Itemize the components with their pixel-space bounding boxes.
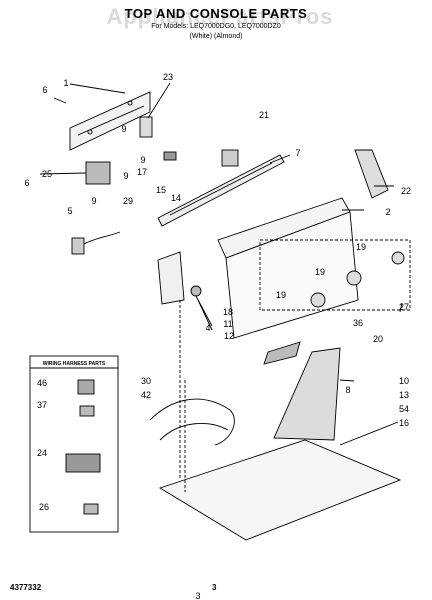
part-5 [71,237,85,255]
callout-7: 7 [295,148,300,158]
callout-22: 22 [401,186,411,196]
callout-16: 16 [399,418,409,428]
callout-54: 54 [399,404,409,414]
lid-part-10 [273,347,341,441]
footer-page-number: 3 [212,583,217,592]
knob-part-19b [346,270,362,286]
callout-5: 5 [67,206,72,216]
callout-9a: 9 [121,124,126,134]
model-numbers: For Models: LEQ7000DG0, LEQ7000DZ0 [151,23,281,30]
wiring-harness-title: WIRING HARNESS PARTS [42,361,106,367]
part-37 [79,405,95,417]
callout-9c: 9 [123,171,128,181]
bracket-part-7 [157,154,285,227]
callout-29: 29 [123,196,133,206]
part-46 [77,379,95,395]
top-part-3 [158,439,402,541]
callout-21: 21 [259,110,269,120]
wire-harness-42 [149,398,235,446]
callout-37: 37 [37,400,47,410]
callout-19b: 19 [315,267,325,277]
callout-46: 46 [37,378,47,388]
callout-30: 30 [141,376,151,386]
callout-24: 24 [37,448,47,458]
knob-part-19a [391,251,405,265]
footer-part-number: 4377332 [10,583,42,592]
callout-14: 14 [171,193,181,203]
callout-27: 27 [399,302,409,312]
callout-36: 36 [353,318,363,328]
callout-23: 23 [163,72,173,82]
callout-4: 4 [205,323,210,333]
callout-19a: 19 [356,242,366,252]
wiring-harness-box [29,355,119,533]
part-20 [263,341,301,365]
knob-group-27 [259,239,411,311]
callout-25: 25 [42,169,52,179]
callout-6a: 6 [42,85,47,95]
part-18 [190,285,202,297]
part-26 [83,503,99,515]
callout-19c: 19 [276,290,286,300]
part-25 [85,161,111,185]
callout-42: 42 [141,390,151,400]
callout-12: 12 [224,331,234,341]
callout-10: 10 [399,376,409,386]
callout-11: 11 [223,319,232,329]
callout-15: 15 [156,185,166,195]
callout-8: 8 [345,385,350,395]
part-17 [163,151,177,161]
callout-9b: 9 [140,155,145,165]
callout-3: 3 [195,591,200,600]
knob-part-19c [310,292,326,308]
callout-18: 18 [223,307,233,317]
callout-13: 13 [399,390,409,400]
color-variants: (White) (Almond) [189,33,243,40]
callout-2: 2 [385,207,390,217]
callout-17: 17 [137,167,147,177]
callout-1: 1 [63,78,68,88]
part-21 [221,149,239,167]
watermark: AppliancePartsPros [106,4,334,29]
callout-26: 26 [39,502,49,512]
part-22 [354,149,389,199]
callout-6b: 6 [24,178,29,188]
callout-20: 20 [373,334,383,344]
part-24 [65,453,101,473]
callout-9d: 9 [91,196,96,206]
part-23 [139,116,153,138]
part-4 [157,251,185,305]
diagram-title: TOP AND CONSOLE PARTS [124,6,308,21]
